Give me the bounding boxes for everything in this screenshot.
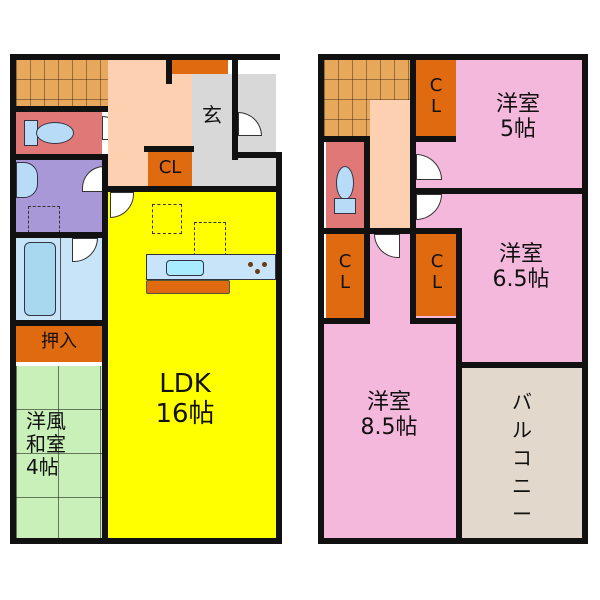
wall [10, 54, 280, 60]
ldk-room [108, 192, 276, 538]
wall [232, 60, 238, 160]
washbasin-icon [16, 162, 38, 198]
wall [10, 54, 16, 544]
counter-top [146, 280, 230, 294]
japanese-room-label: 洋風 和室 4帖 [26, 409, 66, 479]
wall [16, 154, 108, 160]
wall [324, 136, 370, 142]
wall [102, 154, 108, 538]
stove-icon [246, 260, 270, 276]
wall [10, 538, 282, 544]
wall [456, 362, 588, 368]
sink-icon [166, 260, 204, 276]
closet-2-label: C L [338, 251, 352, 293]
wall [364, 136, 370, 230]
bedroom-8-5-door[interactable] [374, 234, 400, 258]
shoe-closet [170, 60, 228, 74]
wall [318, 538, 588, 544]
bedroom-8-5 [324, 318, 456, 538]
closet-2 [326, 234, 364, 318]
balcony [462, 368, 582, 538]
wall [410, 188, 588, 194]
wall [410, 228, 416, 322]
wall [324, 318, 370, 324]
staircase [16, 60, 124, 106]
wall [318, 54, 324, 544]
closet-1-label: C L [429, 75, 443, 117]
bathtub-icon [24, 242, 56, 316]
wall [364, 228, 370, 322]
floor1-plan: 押入 洋風 和室 4帖 玄 CL LDK 16帖 [10, 54, 282, 546]
wall [232, 152, 282, 158]
bedroom-8-5-label: 洋室 8.5帖 [360, 390, 418, 441]
bedroom-5-label: 洋室 5帖 [495, 92, 540, 143]
japanese-room [16, 366, 102, 538]
toilet-icon [334, 166, 356, 216]
wall [582, 54, 588, 544]
wall [410, 136, 462, 142]
closet-3-label: C L [430, 251, 444, 293]
wall [108, 186, 280, 192]
hallway [370, 100, 410, 230]
toilet-icon [24, 120, 74, 146]
fridge-space [152, 204, 182, 234]
wall [16, 320, 108, 326]
ldk-label: LDK 16帖 [155, 369, 215, 429]
wall [324, 228, 464, 234]
closet-1 [416, 60, 456, 136]
floor2-plan: C L 洋室 5帖 C L 洋室 6.5帖 C L 洋室 8.5帖 バ ル コ … [318, 54, 590, 546]
storage-closet [16, 326, 102, 362]
closet-3 [416, 234, 458, 316]
wall [456, 362, 462, 544]
wall [16, 106, 114, 112]
wall [16, 232, 108, 238]
closet [148, 152, 192, 186]
closet-label: CL [158, 157, 182, 178]
wall [410, 60, 416, 230]
wall [144, 146, 194, 152]
bedroom-6-5-label: 洋室 6.5帖 [492, 242, 550, 293]
wall [276, 154, 282, 544]
balcony-label: バ ル コ ニ ー [512, 390, 532, 526]
wall [166, 60, 172, 84]
entrance-label: 玄 [202, 103, 222, 127]
wall [456, 228, 462, 368]
wall [318, 54, 588, 60]
storage-label: 押入 [41, 331, 77, 352]
wall [410, 228, 462, 234]
pantry-space [194, 222, 226, 256]
wall [410, 318, 462, 324]
